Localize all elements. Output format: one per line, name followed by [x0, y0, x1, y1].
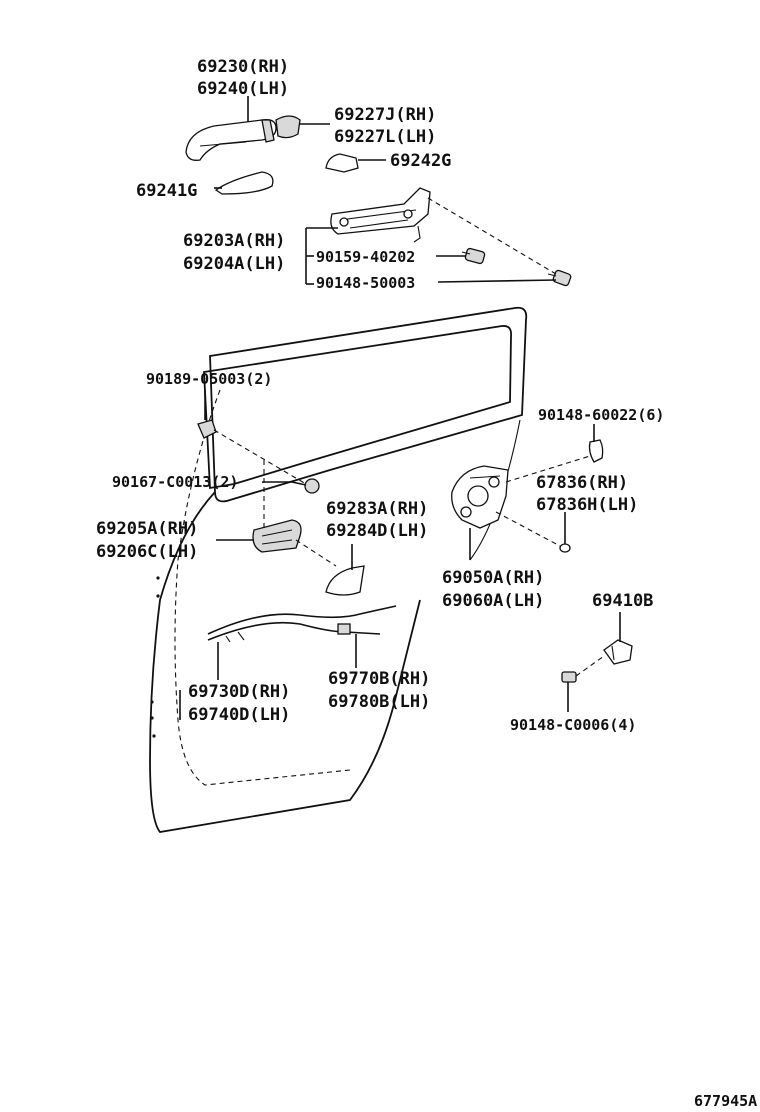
lock-screw — [588, 439, 604, 463]
label-69060a: 69060A(LH) — [442, 591, 544, 611]
label-90148-50003: 90148-50003 — [316, 274, 415, 292]
label-90148-c0006: 90148-C0006(4) — [510, 716, 636, 734]
label-69241g: 69241G — [136, 181, 197, 201]
bolt-90167 — [291, 478, 320, 494]
clip-90189 — [197, 419, 217, 439]
leader-lines — [179, 96, 621, 720]
label-69227l: 69227L(LH) — [334, 127, 436, 147]
label-69770b: 69770B(RH) — [328, 669, 430, 689]
label-69230: 69230(RH) — [197, 57, 289, 77]
label-69283a: 69283A(RH) — [326, 499, 428, 519]
outside-handle — [185, 119, 277, 161]
frame-bolt — [547, 269, 572, 287]
door-lock-assembly — [451, 465, 509, 529]
handle-pad-lower — [214, 171, 274, 195]
door-striker — [603, 639, 633, 665]
lock-cables — [207, 605, 397, 643]
lock-ring — [559, 543, 571, 553]
label-90189: 90189-05003(2) — [146, 370, 272, 388]
part-labels: 69230(RH) 69240(LH) 69227J(RH) 69227L(LH… — [96, 57, 757, 1110]
label-69203a: 69203A(RH) — [183, 231, 285, 251]
label-69410b: 69410B — [592, 591, 653, 611]
label-69205a: 69205A(RH) — [96, 519, 198, 539]
label-90159: 90159-40202 — [316, 248, 415, 266]
label-90148-60022: 90148-60022(6) — [538, 406, 664, 424]
inside-handle — [252, 519, 302, 553]
label-69227j: 69227J(RH) — [334, 105, 436, 125]
label-67836h: 67836H(LH) — [536, 495, 638, 515]
label-69206c: 69206C(LH) — [96, 542, 198, 562]
label-69240: 69240(LH) — [197, 79, 289, 99]
handle-pad-small — [325, 153, 359, 173]
label-69204a: 69204A(LH) — [183, 254, 285, 274]
label-69050a: 69050A(RH) — [442, 568, 544, 588]
label-69740d: 69740D(LH) — [188, 705, 290, 725]
handle-frame — [330, 187, 431, 243]
label-67836: 67836(RH) — [536, 473, 628, 493]
door-detail-marks — [150, 576, 160, 738]
label-69284d: 69284D(LH) — [326, 521, 428, 541]
label-90167: 90167-C0013(2) — [112, 473, 238, 491]
inside-handle-bezel — [325, 565, 365, 596]
door-panel-outline — [149, 306, 528, 833]
handle-cover — [275, 115, 301, 139]
frame-screw — [461, 247, 486, 265]
diagram-id: 677945A — [694, 1092, 757, 1110]
label-69730d: 69730D(RH) — [188, 682, 290, 702]
label-69242g: 69242G — [390, 151, 451, 171]
label-69780b: 69780B(LH) — [328, 692, 430, 712]
striker-bolt — [561, 671, 577, 683]
assembly-dashed-lines — [213, 197, 605, 677]
